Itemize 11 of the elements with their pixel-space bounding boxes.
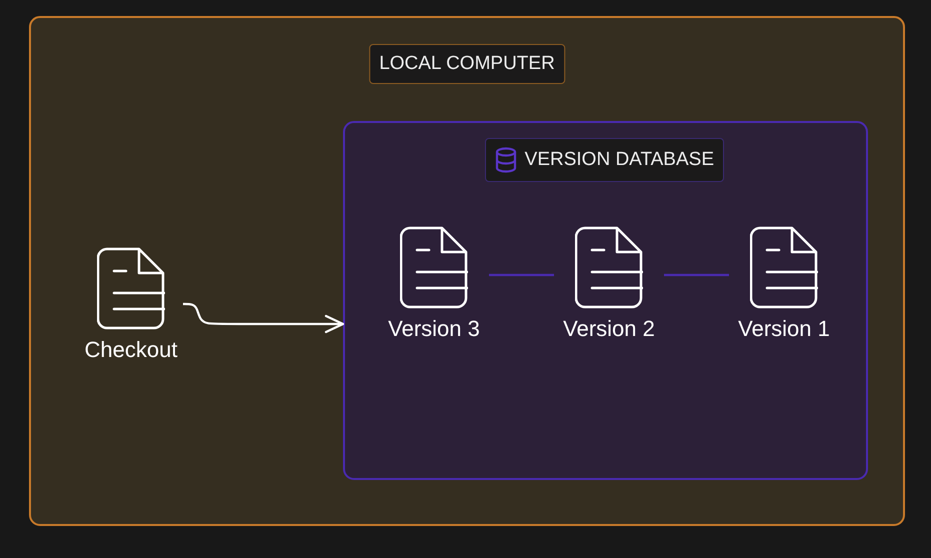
group-container: [29, 16, 905, 526]
container-title: VERSION DATABASE: [524, 149, 714, 171]
database-container: [343, 121, 868, 480]
node-label: Version 2: [563, 316, 655, 342]
arrow: [183, 302, 344, 334]
container-title: LOCAL COMPUTER: [369, 44, 565, 84]
node-label: Version 1: [738, 316, 830, 342]
node-label: Checkout: [84, 337, 178, 363]
node-label: Version 3: [388, 316, 480, 342]
connector-line: [664, 274, 729, 276]
connector-line: [489, 274, 554, 276]
